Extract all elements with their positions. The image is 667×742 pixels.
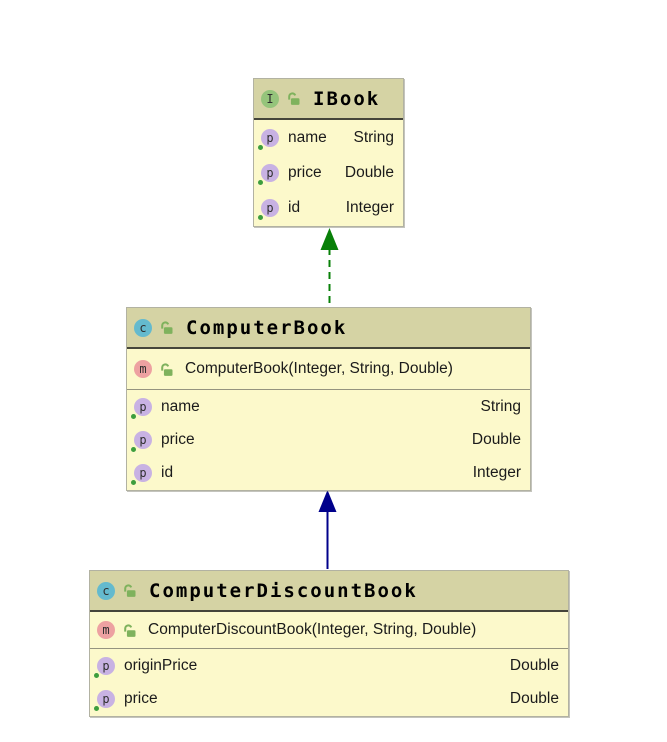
green-dot-icon (131, 480, 136, 486)
property-name: price (288, 163, 322, 181)
property-name: originPrice (124, 656, 198, 674)
green-dot-icon (258, 215, 263, 221)
green-dot-icon (131, 446, 136, 452)
node-title: IBook (313, 87, 381, 110)
constructor-signature: ComputerDiscountBook(Integer, String, Do… (148, 621, 477, 638)
property-list: p name String p price Double p id (254, 120, 403, 226)
constructor-signature: ComputerBook(Integer, String, Double) (185, 360, 453, 377)
class-icon: c (97, 581, 115, 600)
class-icon: c (134, 318, 152, 337)
property-type: Double (344, 163, 394, 181)
property-type: String (353, 128, 395, 146)
implements-arrowhead-icon (320, 228, 339, 250)
property-row[interactable]: p price Double (90, 683, 568, 717)
constructor-row[interactable]: m ComputerDiscountBook(Integer, String, … (90, 612, 568, 649)
implements-edge[interactable] (320, 228, 339, 306)
property-row[interactable]: p price Double (127, 423, 530, 456)
property-icon: p (131, 464, 152, 486)
class-node-computerbook[interactable]: c ComputerBook m ComputerBook(Integer, S… (126, 307, 531, 491)
property-row[interactable]: p originPrice Double (90, 649, 568, 683)
constructor-row[interactable]: m ComputerBook(Integer, String, Double) (127, 349, 530, 390)
property-type: String (480, 397, 522, 415)
property-icon: p (258, 163, 279, 185)
node-title: ComputerDiscountBook (149, 579, 418, 602)
green-dot-icon (94, 706, 99, 712)
property-row[interactable]: p name String (254, 120, 403, 155)
green-dot-icon (94, 672, 99, 678)
interface-icon: I (261, 89, 279, 108)
green-dot-icon (258, 144, 263, 150)
property-type: Integer (472, 464, 521, 482)
property-name: id (288, 199, 301, 217)
property-name: id (161, 464, 174, 482)
extends-arrowhead-icon (318, 490, 337, 512)
node-header[interactable]: c ComputerBook (127, 308, 530, 349)
open-lock-icon (161, 321, 173, 334)
extends-edge[interactable] (318, 490, 337, 569)
open-lock-icon (288, 92, 300, 105)
property-type: Double (509, 656, 559, 674)
green-dot-icon (258, 179, 263, 185)
property-type: Double (509, 690, 559, 708)
property-row[interactable]: p name String (127, 390, 530, 423)
open-lock-icon (124, 584, 136, 597)
property-name: price (124, 690, 158, 708)
property-icon: p (94, 690, 115, 712)
property-list: p originPrice Double p price Double (90, 649, 568, 716)
open-lock-icon (124, 623, 136, 637)
property-icon: p (94, 656, 115, 678)
property-name: name (288, 128, 327, 146)
property-type: Integer (345, 199, 394, 217)
node-header[interactable]: c ComputerDiscountBook (90, 571, 568, 612)
class-node-computerdiscountbook[interactable]: c ComputerDiscountBook m ComputerDiscoun… (89, 570, 569, 717)
green-dot-icon (131, 413, 136, 419)
node-header[interactable]: I IBook (254, 79, 403, 120)
property-icon: p (131, 430, 152, 452)
property-type: Double (471, 430, 521, 448)
node-title: ComputerBook (186, 316, 348, 339)
property-list: p name String p price Double p id (127, 390, 530, 490)
property-icon: p (131, 397, 152, 419)
property-row[interactable]: p id Integer (254, 191, 403, 226)
method-icon: m (97, 621, 115, 639)
property-name: name (161, 397, 200, 415)
class-node-ibook[interactable]: I IBook p name String p price (253, 78, 404, 227)
property-row[interactable]: p price Double (254, 155, 403, 190)
method-icon: m (134, 360, 152, 378)
property-icon: p (258, 199, 279, 221)
open-lock-icon (161, 362, 173, 376)
property-row[interactable]: p id Integer (127, 457, 530, 490)
property-name: price (161, 430, 195, 448)
property-icon: p (258, 128, 279, 150)
